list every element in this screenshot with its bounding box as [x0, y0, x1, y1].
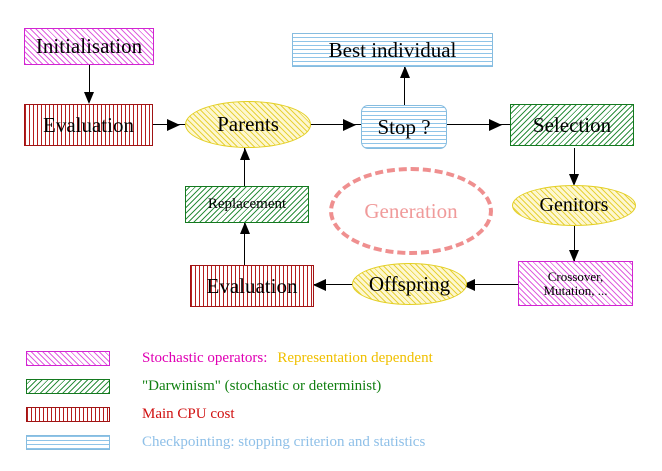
connector-stop-to-selection: [447, 124, 510, 125]
generation-label: Generation: [364, 198, 458, 223]
legend-swatch-blue-stripe: [26, 434, 110, 450]
connector-parents-to-stop: [310, 124, 362, 125]
node-evaluation-top[interactable]: Evaluation: [24, 104, 153, 146]
arrowhead-right-selection: [489, 119, 502, 131]
connector-evaluation-to-replacement: [244, 222, 245, 266]
node-crossover-mutation[interactable]: Crossover, Mutation, ...: [518, 261, 633, 306]
connector-genitors-to-crossover: [574, 225, 575, 261]
connector-initialisation-to-evaluation: [89, 64, 90, 100]
arrowhead-up-replacement: [240, 222, 250, 234]
arrowhead-up-best-individual: [400, 66, 410, 78]
arrowhead-down-genitors: [569, 174, 579, 186]
node-evaluation-bottom[interactable]: Evaluation: [190, 265, 314, 307]
connector-stop-to-best-individual: [404, 66, 405, 106]
legend-label-checkpointing-primary: Checkpointing: stopping criterion and st…: [142, 433, 426, 450]
legend-label-darwinism: "Darwinism" (stochastic or determinist): [142, 378, 381, 395]
legend-label-checkpointing: Checkpointing: stopping criterion and st…: [142, 434, 425, 451]
node-replacement[interactable]: Replacement: [185, 186, 309, 223]
legend-row-stochastic: Stochastic operators: Representation depe…: [26, 345, 433, 371]
connector-selection-to-genitors: [574, 148, 575, 184]
legend-label-stochastic: Stochastic operators: Representation depe…: [142, 350, 433, 367]
legend-swatch-magenta-hatch: [26, 350, 110, 366]
arrowhead-left-evaluation: [313, 279, 326, 291]
node-generation: Generation: [329, 167, 493, 255]
arrowhead-down-initialisation: [84, 92, 94, 104]
node-stop[interactable]: Stop ?: [361, 105, 447, 149]
arrowhead-up-parents: [240, 148, 250, 160]
arrowhead-down-crossover: [569, 250, 579, 262]
node-genitors[interactable]: Genitors: [512, 185, 636, 226]
connector-replacement-to-parents: [244, 148, 245, 188]
legend-label-cpu-cost-primary: Main CPU cost: [142, 405, 235, 422]
node-selection[interactable]: Selection: [510, 104, 634, 146]
legend-label-stochastic-primary: Stochastic operators:: [142, 349, 268, 366]
connector-offspring-to-evaluation: [313, 284, 358, 285]
legend-label-darwinism-primary: "Darwinism" (stochastic or determinist): [142, 377, 382, 394]
node-offspring[interactable]: Offspring: [352, 263, 467, 305]
legend-swatch-red-stripe: [26, 406, 110, 422]
legend-row-checkpointing: Checkpointing: stopping criterion and st…: [26, 429, 425, 455]
connector-crossover-to-offspring: [462, 284, 518, 285]
node-best-individual[interactable]: Best individual: [292, 33, 493, 67]
legend-label-stochastic-secondary: Representation dependent: [277, 349, 433, 366]
legend-swatch-green-hatch: [26, 378, 110, 394]
arrowhead-right-parents: [167, 119, 180, 131]
legend-row-cpu-cost: Main CPU cost: [26, 401, 235, 427]
node-parents[interactable]: Parents: [185, 101, 311, 148]
arrowhead-right-stop: [343, 119, 356, 131]
node-initialisation[interactable]: Initialisation: [24, 28, 154, 65]
legend-row-darwinism: "Darwinism" (stochastic or determinist): [26, 373, 381, 399]
legend-label-cpu-cost: Main CPU cost: [142, 406, 235, 423]
